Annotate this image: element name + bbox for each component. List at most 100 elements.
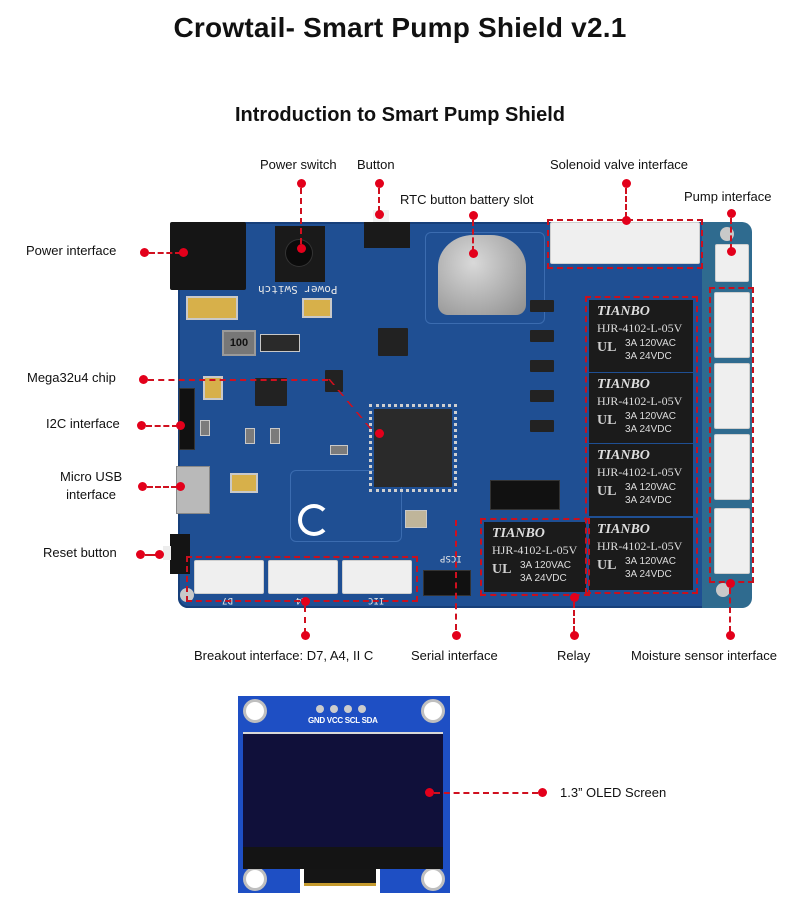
relay-rating-ac: 3A 120VAC [520, 560, 571, 571]
highlight-relays-right [585, 296, 698, 594]
callout-dot [301, 631, 310, 640]
callout-dot [726, 579, 735, 588]
oled-screen [243, 732, 443, 849]
inductor: 100 [222, 330, 256, 356]
relay-model: HJR-4102-L-05V [492, 543, 578, 557]
breakout-connector-iic [342, 560, 412, 594]
callout-line [147, 486, 177, 488]
mosfet [530, 390, 554, 402]
callout-button-label: Button [357, 157, 395, 172]
callout-rtc-label: RTC button battery slot [400, 192, 534, 207]
page-title: Crowtail- Smart Pump Shield v2.1 [173, 12, 627, 43]
crystal [405, 510, 427, 528]
callout-line [434, 792, 538, 794]
rtc-battery-holder [438, 235, 526, 315]
callout-line [145, 554, 157, 556]
tantalum-capacitor [186, 296, 238, 320]
relay-rating-dc: 3A 24VDC [625, 569, 672, 580]
tantalum-capacitor [230, 473, 258, 493]
callout-dot [570, 593, 579, 602]
callout-i2c-label: I2C interface [46, 416, 120, 431]
battery-outline [425, 232, 545, 324]
diode [260, 334, 300, 352]
callout-line [148, 379, 328, 381]
callout-line [455, 520, 457, 630]
callout-mega32u4-label: Mega32u4 chip [27, 370, 116, 385]
mount-hole [246, 702, 264, 720]
callout-dot [176, 482, 185, 491]
reset-button-cap [163, 546, 171, 560]
highlight-solenoid [547, 219, 703, 269]
callout-line [625, 188, 627, 218]
callout-dot [452, 631, 461, 640]
pump-connector [715, 244, 749, 282]
oled-pin [330, 705, 338, 713]
relay-model: HJR-4102-L-05V [597, 394, 683, 408]
ul-mark-icon: UL [597, 413, 617, 428]
relay-model: HJR-4102-L-05V [597, 539, 683, 553]
callout-dot [179, 248, 188, 257]
highlight-moisture [709, 287, 754, 583]
callout-line [300, 188, 302, 244]
callout-dot [297, 244, 306, 253]
callout-dot [137, 421, 146, 430]
mosfet [530, 420, 554, 432]
relay-rating-dc: 3A 24VDC [520, 573, 567, 584]
callout-dot [155, 550, 164, 559]
section-subtitle: Introduction to Smart Pump Shield [235, 104, 565, 126]
callout-line [304, 606, 306, 634]
callout-dot [140, 248, 149, 257]
ic-chip [255, 378, 287, 406]
callout-dot [176, 421, 185, 430]
relay-rating-ac: 3A 120VAC [625, 338, 676, 349]
oled-pin [358, 705, 366, 713]
callout-dot [538, 788, 547, 797]
oled-module: GND VCC SCL SDA [238, 696, 450, 893]
relay-model: HJR-4102-L-05V [597, 321, 683, 335]
ul-mark-icon: UL [597, 558, 617, 573]
relay-3: TIANBO HJR-4102-L-05V UL 3A 120VAC 3A 24… [589, 444, 693, 516]
callout-line [573, 602, 575, 632]
callout-dot [375, 429, 384, 438]
highlight-relay-left [480, 518, 590, 596]
mosfet [530, 360, 554, 372]
callout-reset-label: Reset button [43, 545, 117, 560]
callout-relay-label: Relay [557, 648, 591, 663]
callout-dot [622, 179, 631, 188]
ic-chip-rtc [378, 328, 408, 356]
tantalum-capacitor [302, 298, 332, 318]
voltage-regulator [325, 370, 343, 392]
callout-line [472, 220, 474, 252]
relay-brand: TIANBO [597, 448, 650, 463]
silk-power-switch: Power Switch [258, 283, 338, 296]
smd-resistor [270, 428, 280, 444]
relay-brand: TIANBO [597, 522, 650, 537]
callout-oled-label: 1.3” OLED Screen [560, 785, 667, 800]
relay-rating-ac: 3A 120VAC [625, 411, 676, 422]
callout-pump-label: Pump interface [684, 189, 772, 204]
tantalum-capacitor [203, 376, 223, 400]
relay-rating-ac: 3A 120VAC [625, 556, 676, 567]
callout-dot [297, 179, 306, 188]
callout-dot [469, 211, 478, 220]
callout-solenoid-label: Solenoid valve interface [550, 157, 689, 172]
reset-button-part [170, 534, 190, 574]
relay-1: TIANBO HJR-4102-L-05V UL 3A 120VAC 3A 24… [589, 300, 693, 372]
mount-hole [424, 702, 442, 720]
relay-5: TIANBO HJR-4102-L-05V UL 3A 120VAC 3A 24… [484, 522, 586, 592]
relay-rating-dc: 3A 24VDC [625, 424, 672, 435]
moisture-connector [714, 363, 750, 429]
relay-rating-ac: 3A 120VAC [625, 482, 676, 493]
oled-ribbon [304, 869, 376, 886]
callout-dot [469, 249, 478, 258]
relay-4: TIANBO HJR-4102-L-05V UL 3A 120VAC 3A 24… [589, 518, 693, 590]
ul-mark-icon: UL [492, 562, 512, 577]
callout-dot [425, 788, 434, 797]
moisture-connector [714, 508, 750, 574]
callout-dot [622, 216, 631, 225]
callout-dot [727, 247, 736, 256]
mcu-pins [369, 404, 457, 492]
callout-power-interface-label: Power interface [26, 243, 117, 258]
relay-rating-dc: 3A 24VDC [625, 495, 672, 506]
solenoid-valve-connector [550, 222, 700, 264]
